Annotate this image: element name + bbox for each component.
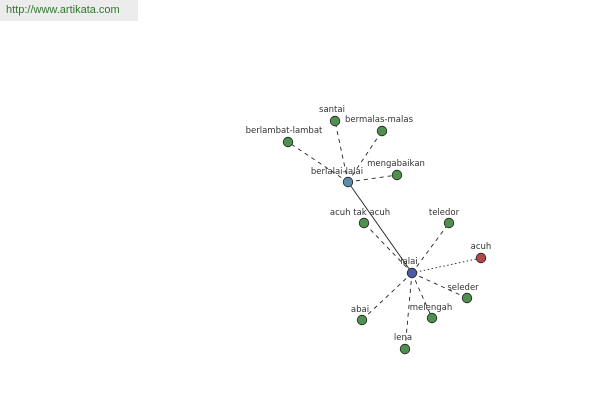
node-label-seleder[interactable]: seleder <box>447 283 479 293</box>
edge-lalai-seleder <box>411 272 468 299</box>
node-lalai[interactable]: lalai <box>400 257 418 279</box>
node-lena[interactable]: lena <box>394 333 412 355</box>
edge-berlalai-lalai <box>347 181 413 274</box>
edge-berlalai-santai <box>334 120 349 183</box>
edge-lalai-abai <box>361 272 413 321</box>
edge-lalai-acuh <box>411 257 482 274</box>
node-circle-abai[interactable] <box>356 314 368 326</box>
node-circle-acuh[interactable] <box>475 252 487 264</box>
node-circle-lalai[interactable] <box>406 267 418 279</box>
node-circle-acuhtak[interactable] <box>358 217 370 229</box>
node-label-teledor[interactable]: teledor <box>429 208 460 218</box>
node-seleder[interactable]: seleder <box>447 283 479 304</box>
node-label-bermalas[interactable]: bermalas-malas <box>345 115 414 125</box>
node-label-lena[interactable]: lena <box>394 333 412 343</box>
edge-lalai-acuhtak <box>363 222 413 274</box>
node-label-acuh[interactable]: acuh <box>471 242 492 252</box>
node-circle-bermalas[interactable] <box>376 125 388 137</box>
node-circle-santai[interactable] <box>329 115 341 127</box>
node-melengah[interactable]: melengah <box>410 303 452 324</box>
node-abai[interactable]: abai <box>351 305 369 326</box>
node-berlalai[interactable]: berlalai-lalai <box>311 167 363 188</box>
node-label-abai[interactable]: abai <box>351 305 369 315</box>
node-circle-melengah[interactable] <box>426 312 438 324</box>
node-berlambat[interactable]: berlambat-lambat <box>246 126 323 148</box>
node-circle-teledor[interactable] <box>443 217 455 229</box>
edge-lalai-teledor <box>411 222 450 274</box>
node-acuh[interactable]: acuh <box>471 242 492 264</box>
node-label-santai[interactable]: santai <box>319 105 345 115</box>
node-bermalas[interactable]: bermalas-malas <box>345 115 414 137</box>
site-url-link[interactable]: http://www.artikata.com <box>0 0 138 21</box>
node-circle-mengabaikan[interactable] <box>391 169 403 181</box>
node-label-berlambat[interactable]: berlambat-lambat <box>246 126 323 136</box>
node-mengabaikan[interactable]: mengabaikan <box>367 159 425 181</box>
edge-berlalai-mengabaikan <box>347 174 398 183</box>
node-label-lalai[interactable]: lalai <box>400 257 418 267</box>
node-circle-berlambat[interactable] <box>282 136 294 148</box>
node-circle-seleder[interactable] <box>461 292 473 304</box>
node-label-melengah[interactable]: melengah <box>410 303 452 313</box>
node-teledor[interactable]: teledor <box>429 208 460 229</box>
node-acuhtak[interactable]: acuh tak acuh <box>330 208 390 229</box>
graph-edges <box>287 120 482 350</box>
node-circle-lena[interactable] <box>399 343 411 355</box>
node-santai[interactable]: santai <box>319 105 345 127</box>
edge-lalai-melengah <box>411 272 433 319</box>
node-label-acuhtak[interactable]: acuh tak acuh <box>330 208 390 218</box>
node-label-mengabaikan[interactable]: mengabaikan <box>367 159 425 169</box>
node-circle-berlalai[interactable] <box>342 176 354 188</box>
node-label-berlalai[interactable]: berlalai-lalai <box>311 167 363 177</box>
edge-berlalai-bermalas <box>347 130 383 183</box>
